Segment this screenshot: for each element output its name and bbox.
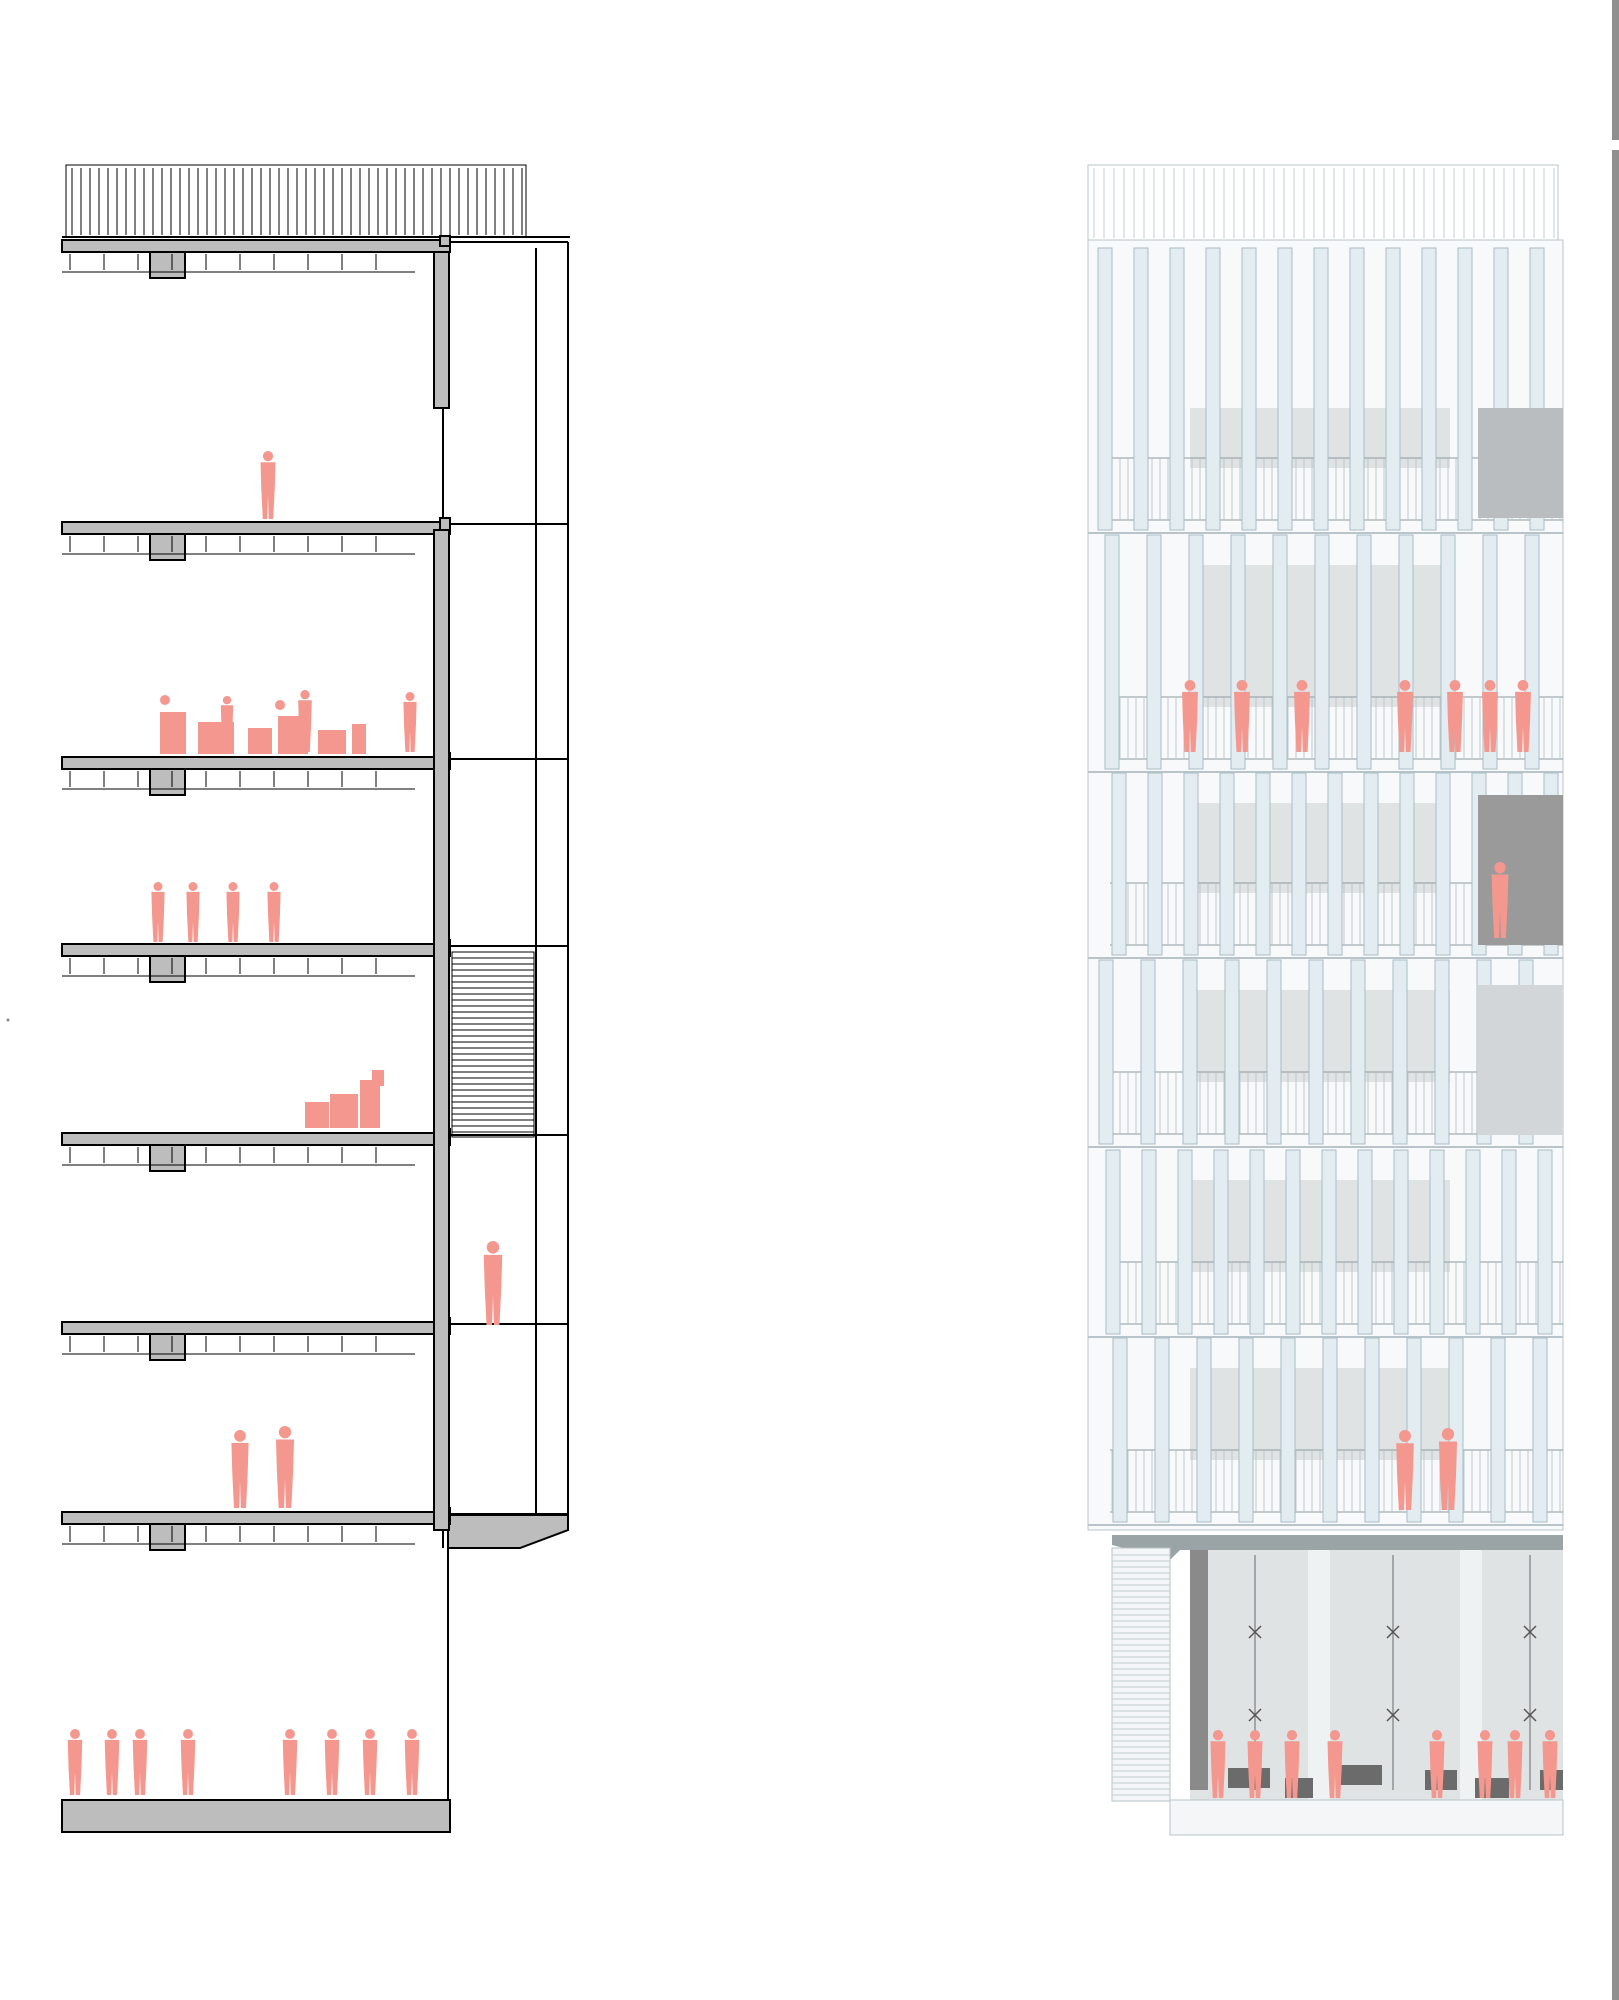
section-person-f5-2 xyxy=(226,882,240,942)
section-person-gf-4 xyxy=(282,1729,298,1795)
section-person-f5-1 xyxy=(186,882,200,942)
slab-5 xyxy=(61,1317,568,1361)
elevation-people xyxy=(1182,680,1558,1798)
ground-slab xyxy=(61,1799,451,1833)
elev-floor-0 xyxy=(1088,247,1563,534)
section-person-f5-3 xyxy=(267,882,281,942)
section-person-gf-0 xyxy=(67,1729,83,1795)
window-7 xyxy=(1478,408,1563,518)
floor-slabs xyxy=(61,235,568,1551)
window-3 xyxy=(1478,985,1563,1135)
section-person-f2b xyxy=(275,1426,295,1508)
elev-person-f6-5 xyxy=(1482,680,1498,752)
scrollbar-lower[interactable] xyxy=(1612,150,1619,2000)
elev-person-f2b xyxy=(1438,1428,1458,1510)
dark-window-4 xyxy=(1478,795,1563,945)
elev-person-gf-3 xyxy=(1327,1730,1343,1798)
section-person-gf-6 xyxy=(362,1729,378,1795)
elev-person-f6-3 xyxy=(1397,680,1413,752)
lobby-bench-2 xyxy=(1340,1765,1382,1785)
section-person-gf-3 xyxy=(180,1729,196,1795)
elev-person-f2a xyxy=(1396,1430,1414,1510)
cantilever-slab xyxy=(447,1514,569,1549)
roof-railing xyxy=(62,164,570,238)
section-person-gf-7 xyxy=(404,1729,420,1795)
elev-person-gf-5 xyxy=(1477,1730,1493,1798)
staircase xyxy=(451,951,535,1138)
elev-person-gf-2 xyxy=(1284,1730,1300,1798)
office-furniture-floor6 xyxy=(160,695,366,754)
elev-person-f6-4 xyxy=(1447,680,1463,752)
elev-person-f6-2 xyxy=(1294,680,1310,752)
elev-person-gf-6 xyxy=(1507,1730,1523,1798)
elev-person-f5 xyxy=(1491,862,1509,938)
section-person-f6a xyxy=(403,692,417,752)
section-column xyxy=(433,529,450,1531)
section-person-f2a xyxy=(231,1430,249,1508)
section-facade xyxy=(433,242,569,1549)
building-section xyxy=(61,164,570,1833)
elev-person-gf-1 xyxy=(1247,1730,1263,1798)
lobby-bench-1 xyxy=(1285,1778,1313,1798)
section-person-gf-2 xyxy=(132,1729,148,1795)
section-person-stair xyxy=(483,1241,503,1325)
elev-floor-4 xyxy=(1088,1149,1563,1338)
office-furniture-floor4 xyxy=(305,1070,384,1128)
elev-floor-5 xyxy=(1088,1337,1563,1526)
section-person-f7 xyxy=(260,451,276,519)
scrollbar-upper[interactable] xyxy=(1612,0,1619,140)
elev-person-gf-0 xyxy=(1210,1730,1226,1798)
elev-person-f6-1 xyxy=(1234,680,1250,752)
elev-person-gf-4 xyxy=(1429,1730,1445,1798)
slab-2 xyxy=(61,752,568,796)
slab-4 xyxy=(61,1128,568,1172)
slab-6 xyxy=(61,1507,568,1551)
elev-roof-railing xyxy=(1087,164,1559,241)
section-person-gf-5 xyxy=(324,1729,340,1795)
slab-1 xyxy=(61,517,568,561)
slab-3 xyxy=(61,939,568,983)
slab-0 xyxy=(61,235,568,279)
section-person-f5-0 xyxy=(151,882,165,942)
elev-person-f6-6 xyxy=(1515,680,1531,752)
elev-person-f6-0 xyxy=(1182,680,1198,752)
section-person-gf-1 xyxy=(104,1729,120,1795)
elev-person-gf-7 xyxy=(1542,1730,1558,1798)
stray-mark xyxy=(6,1018,10,1022)
elev-floor-1 xyxy=(1088,534,1563,773)
section-people xyxy=(67,451,503,1795)
building-elevation xyxy=(1087,164,1564,1836)
